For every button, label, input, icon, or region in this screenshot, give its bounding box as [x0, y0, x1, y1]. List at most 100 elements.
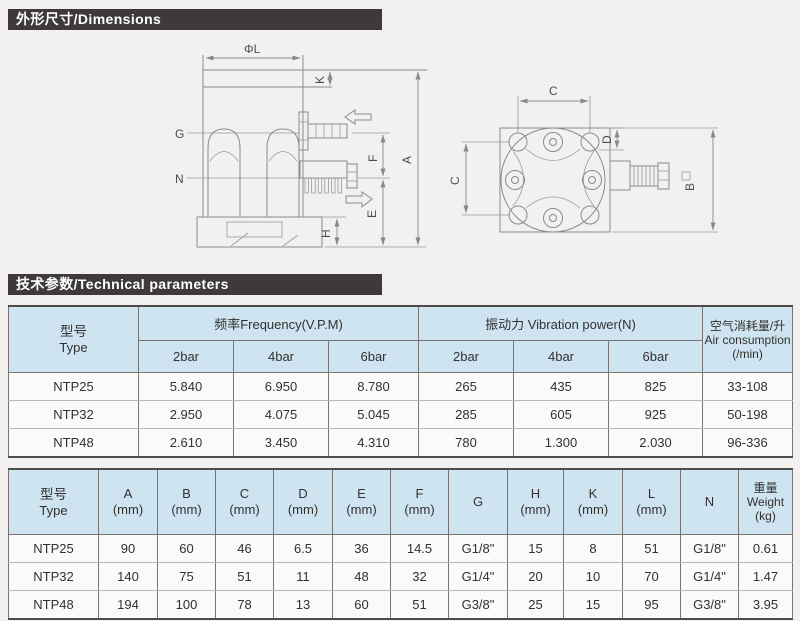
header-line: H	[530, 486, 541, 501]
table-cell: NTP48	[8, 428, 139, 457]
table-cell: 780	[418, 428, 514, 457]
header-line: K	[588, 486, 598, 501]
technical-drawings: ΦL K A G N	[175, 42, 718, 248]
table-cell: 70	[622, 562, 681, 591]
table-cell: 13	[273, 590, 333, 619]
table-cell: 51	[622, 534, 681, 563]
table-cell: 46	[215, 534, 274, 563]
table-cell: 14.5	[390, 534, 449, 563]
table-cell: 140	[98, 562, 158, 591]
header-line: F	[415, 486, 424, 501]
table-cell: 2.030	[607, 428, 704, 457]
table-cell: 6.950	[233, 372, 329, 401]
header-line: (mm)	[404, 502, 435, 517]
header-line: Type	[39, 502, 68, 518]
table-cell: 5.840	[138, 372, 234, 401]
header-dim-c: C (mm)	[215, 468, 274, 535]
table-cell: 50-198	[702, 400, 794, 429]
table-cell: 194	[98, 590, 158, 619]
dim-label-b: B	[683, 183, 697, 191]
table-cell: 95	[622, 590, 681, 619]
table-cell: 4.075	[233, 400, 329, 429]
header-air-zh: 空气消耗量/升	[709, 318, 786, 333]
table-cell: 1.300	[513, 428, 609, 457]
dim-label-g: G	[175, 127, 184, 141]
header-line: (mm)	[229, 502, 260, 517]
table-cell: 435	[513, 372, 609, 401]
header-dim-n: N	[680, 468, 739, 535]
table-cell: 33-108	[702, 372, 794, 401]
header-dim-l: L (mm)	[622, 468, 681, 535]
header-dim-h: H (mm)	[507, 468, 564, 535]
table-cell: NTP48	[8, 590, 99, 619]
header-line: (mm)	[520, 502, 551, 517]
dim-label-e: E	[365, 210, 379, 218]
section-title-dimensions: 外形尺寸/Dimensions	[8, 9, 382, 30]
dimensions-table: 型号 Type A (mm) B (mm) C (mm) D (mm)	[8, 468, 793, 620]
header-air-unit: (/min)	[732, 346, 763, 361]
header-type: 型号 Type	[8, 468, 99, 535]
air-in-arrow-icon	[344, 109, 372, 125]
header-line: (mm)	[346, 502, 377, 517]
table-cell: 5.045	[328, 400, 419, 429]
header-pressure: 4bar	[513, 340, 609, 373]
dim-label-h: H	[319, 229, 333, 238]
air-out-arrow-icon	[345, 191, 373, 209]
header-line: (mm)	[112, 502, 144, 517]
header-weight: 重量 Weight (kg)	[738, 468, 793, 535]
section-title-technical-parameters: 技术参数/Technical parameters	[8, 274, 382, 295]
table-cell: 605	[513, 400, 609, 429]
table-cell: 96-336	[702, 428, 794, 457]
table-cell: 6.5	[273, 534, 333, 563]
table-cell: 51	[215, 562, 274, 591]
table-row: NTP48 2.610 3.450 4.310 780 1.300 2.030 …	[8, 428, 794, 457]
table-cell: 78	[215, 590, 274, 619]
table-cell: G1/8"	[680, 534, 739, 563]
table-cell: 15	[563, 590, 623, 619]
top-view-drawing: C C D B	[448, 84, 718, 233]
header-type-en: Type	[59, 340, 88, 355]
table-cell: 48	[332, 562, 391, 591]
table-cell: 4.310	[328, 428, 419, 457]
table-cell: 32	[390, 562, 449, 591]
table-cell: 100	[157, 590, 216, 619]
table-cell: 825	[607, 372, 704, 401]
dim-label-k: K	[313, 76, 327, 84]
dim-label-c-top: C	[549, 84, 558, 98]
table-cell: G1/4"	[448, 562, 508, 591]
table-cell: 11	[273, 562, 333, 591]
header-line: (mm)	[577, 502, 609, 517]
table-cell: 8	[563, 534, 623, 563]
table-cell: 90	[98, 534, 158, 563]
header-line: (kg)	[755, 509, 776, 523]
header-type-zh: 型号	[60, 324, 87, 339]
header-dim-e: E (mm)	[332, 468, 391, 535]
header-line: 重量	[753, 481, 778, 495]
dim-label-c-left: C	[448, 176, 462, 185]
header-dim-b: B (mm)	[157, 468, 216, 535]
header-vibration-group: 振动力 Vibration power(N)	[417, 305, 704, 341]
header-line: B	[182, 486, 191, 501]
table-cell: 3.95	[738, 590, 793, 619]
header-air-consumption: 空气消耗量/升 Air consumption (/min)	[702, 305, 794, 373]
table-cell: 285	[418, 400, 514, 429]
header-line: 型号	[40, 486, 67, 502]
table-cell: 0.61	[738, 534, 793, 563]
table-row: NTP32 2.950 4.075 5.045 285 605 925 50-1…	[8, 400, 794, 429]
table-cell: 10	[563, 562, 623, 591]
header-line: C	[239, 486, 250, 501]
header-pressure: 6bar	[607, 340, 704, 373]
table-cell: G1/4"	[680, 562, 739, 591]
table-cell: 3.450	[233, 428, 329, 457]
table-cell: 2.950	[138, 400, 234, 429]
dim-label-phi-l: ΦL	[244, 42, 261, 56]
frequency-table: 型号 Type 频率Frequency(V.P.M) 振动力 Vibration…	[8, 305, 794, 458]
table-cell: NTP32	[8, 400, 139, 429]
header-dim-f: F (mm)	[390, 468, 449, 535]
table-cell: 15	[507, 534, 564, 563]
table-cell: 8.780	[328, 372, 419, 401]
header-line: A	[123, 486, 133, 501]
dim-label-n: N	[175, 172, 184, 186]
table-cell: G3/8"	[448, 590, 508, 619]
header-dim-k: K (mm)	[563, 468, 623, 535]
